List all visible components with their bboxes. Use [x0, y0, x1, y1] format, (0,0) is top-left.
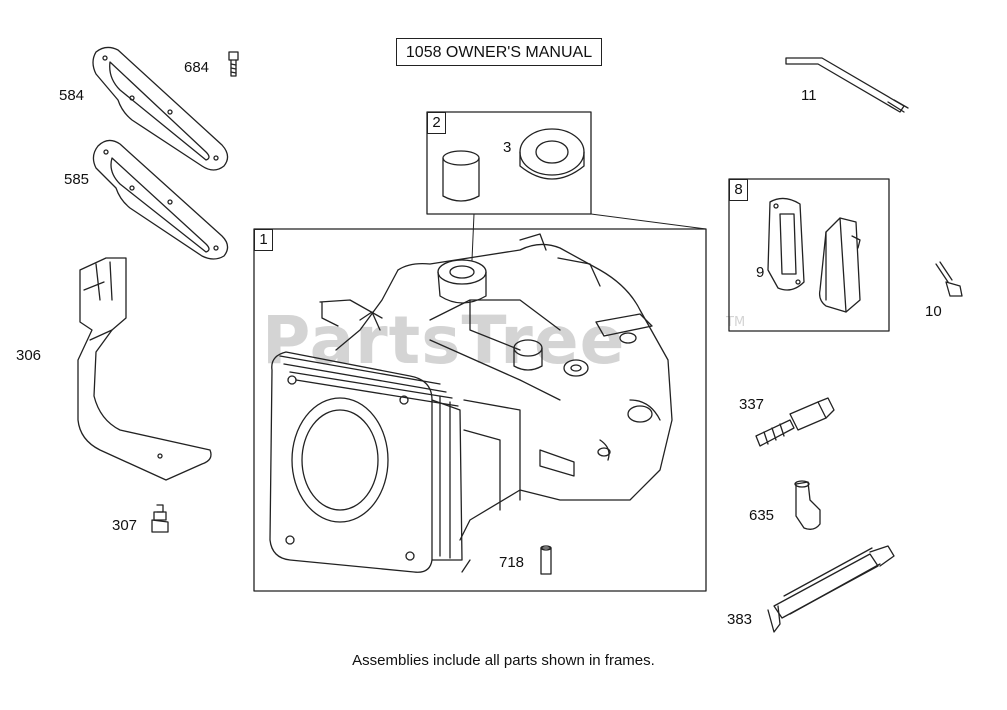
callout-337[interactable]: 337 [739, 396, 765, 413]
callout-3[interactable]: 3 [503, 139, 512, 156]
callout-635[interactable]: 635 [749, 507, 775, 524]
frame-8-border [728, 178, 890, 332]
frame-2-leader [471, 213, 475, 261]
frame-2-connector [590, 213, 707, 230]
spark-plug-337-drawing [755, 397, 835, 447]
callout-307[interactable]: 307 [112, 517, 138, 534]
callout-584[interactable]: 584 [59, 87, 85, 104]
engine-block-drawing [269, 233, 673, 573]
frame-2-number: 2 [427, 112, 446, 134]
callout-718[interactable]: 718 [499, 554, 525, 571]
callout-9[interactable]: 9 [756, 264, 765, 281]
frame-1-border [253, 228, 707, 592]
wrench-383-drawing [767, 545, 895, 633]
seal-3-drawing [519, 128, 585, 180]
boot-635-drawing [794, 480, 821, 530]
watermark-trademark: TM [726, 315, 746, 330]
callout-11[interactable]: 11 [801, 87, 817, 104]
gasket-584-drawing [92, 46, 229, 171]
pin-718-drawing [540, 545, 552, 575]
tube-11-drawing [785, 57, 909, 113]
air-guide-306-drawing [77, 257, 212, 481]
bushing-2-drawing [442, 150, 480, 202]
gasket-585-drawing [92, 139, 229, 260]
screw-307-drawing [151, 504, 169, 533]
callout-306[interactable]: 306 [16, 347, 42, 364]
frame-1-number: 1 [254, 229, 273, 251]
screw-10-drawing [935, 261, 963, 297]
breather-cover-drawing [818, 217, 861, 313]
owners-manual-label: 1058 OWNER'S MANUAL [396, 38, 602, 66]
callout-383[interactable]: 383 [727, 611, 753, 628]
callout-585[interactable]: 585 [64, 171, 90, 188]
breather-gasket-9-drawing [767, 197, 805, 291]
screw-684-drawing [228, 51, 239, 77]
callout-10[interactable]: 10 [925, 303, 942, 320]
assemblies-caption: Assemblies include all parts shown in fr… [352, 652, 655, 669]
frame-2-border [426, 111, 592, 215]
frame-8-number: 8 [729, 179, 748, 201]
callout-684[interactable]: 684 [184, 59, 210, 76]
